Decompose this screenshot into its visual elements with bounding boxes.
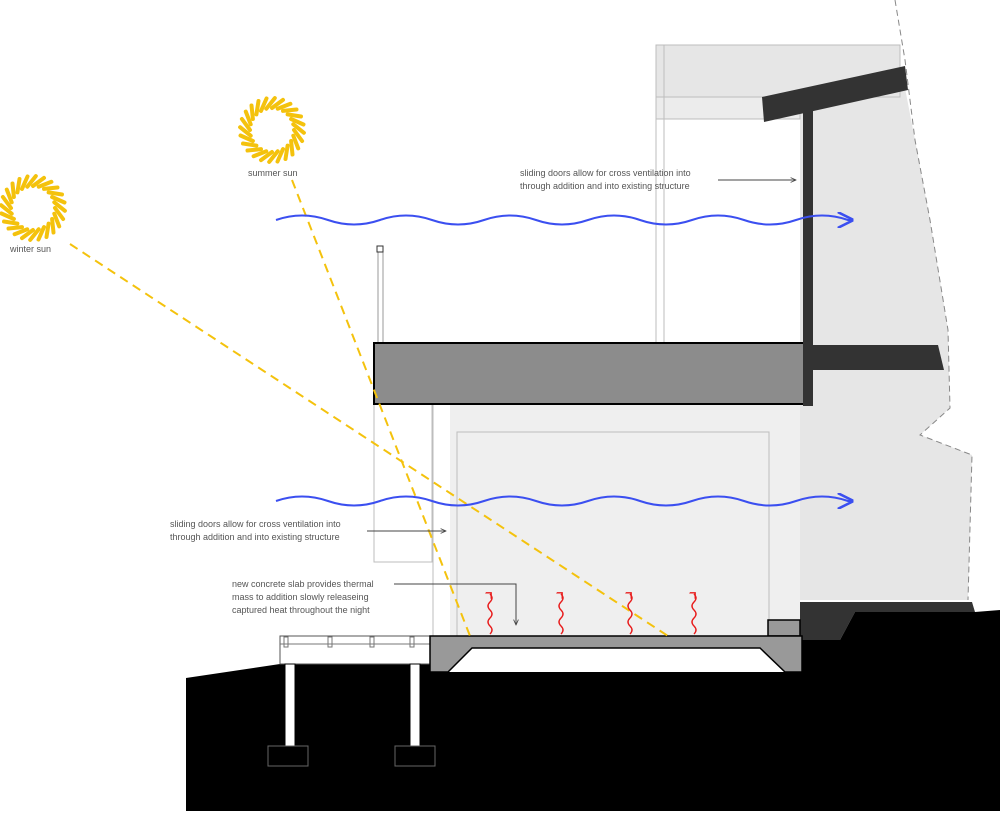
sun-ray-stroke [292, 128, 305, 143]
steel-column [803, 110, 813, 406]
sun-ray-stroke [245, 147, 263, 153]
sun-ray-stroke [28, 227, 41, 242]
lower-vent-line-2: through addition and into existing struc… [170, 532, 340, 542]
lower-ventilation-note: sliding doors allow for cross ventilatio… [170, 519, 446, 542]
sun-ray-stroke [254, 99, 261, 117]
sun-ray-stroke [0, 195, 13, 210]
slab-line-1: new concrete slab provides thermal [232, 579, 374, 589]
sun-ray-stroke [249, 103, 255, 121]
sun-ray-stroke [264, 96, 277, 111]
summer-sun-label: summer sun [248, 168, 298, 178]
sun-ray-stroke [259, 96, 269, 113]
sun-ray-stroke [31, 175, 46, 188]
heat-wave-icon [559, 594, 564, 635]
sun-ray-stroke [36, 179, 54, 189]
sun-ray-stroke [0, 203, 14, 216]
sun-ray-stroke [46, 190, 64, 197]
sun-ray-stroke [10, 181, 16, 199]
sun-ray-stroke [275, 147, 285, 164]
floor-step-block [767, 619, 801, 637]
sun-ray-stroke [238, 133, 255, 143]
sun-ray-stroke [20, 174, 30, 191]
slab-line-3: captured heat throughout the night [232, 605, 370, 615]
sun-ray-stroke [270, 97, 285, 110]
sun-ray-stroke [283, 143, 290, 161]
slab-line-2: mass to addition slowly releaseing [232, 592, 369, 602]
lower-vent-line-1: sliding doors allow for cross ventilatio… [170, 519, 341, 529]
sun-ray-stroke [291, 122, 306, 135]
slab-leader [394, 583, 516, 625]
upper-vent-line-2: through addition and into existing struc… [520, 181, 690, 191]
upper-vent-line-1: sliding doors allow for cross ventilatio… [520, 168, 691, 178]
lower-interior-space [450, 404, 800, 636]
deck-joists [283, 636, 415, 648]
sun-ray-stroke [6, 225, 24, 231]
sun-ray-stroke [241, 141, 259, 148]
sun-ray-stroke [52, 211, 62, 229]
sun-ray-stroke [12, 227, 30, 237]
heat-wave-icons [488, 594, 697, 635]
sun-ray-stroke [243, 109, 253, 127]
sun-ray-stroke [42, 185, 60, 191]
winter-sun-icon [0, 174, 67, 242]
existing-structure-wall [800, 88, 972, 600]
sun-ray-stroke [44, 221, 51, 239]
sun-ray-stroke [52, 200, 67, 213]
deck-piers [267, 663, 436, 767]
sun-ray-stroke [53, 206, 66, 221]
existing-floor-edge-upper [803, 345, 944, 370]
sun-ray-stroke [259, 150, 274, 163]
sun-ray-stroke [0, 211, 16, 221]
upper-airflow-arrow-icon [275, 216, 852, 225]
existing-structure-cut-edge [894, 0, 973, 601]
heat-wave-icon [488, 594, 493, 635]
sun-ray-stroke [20, 228, 35, 241]
sun-ray-stroke [36, 225, 46, 242]
sun-ray-stroke [267, 149, 280, 164]
sun-ray-stroke [15, 177, 22, 195]
railing-post [377, 251, 384, 345]
sun-ray-stroke [291, 133, 301, 151]
sun-ray-stroke [238, 125, 253, 138]
upper-roof-overhang [762, 66, 908, 122]
sun-ray-stroke [251, 149, 269, 159]
sun-ray-stroke [275, 101, 293, 111]
slab-note: new concrete slab provides thermal mass … [232, 579, 516, 625]
lower-airflow-arrow-icon [275, 497, 852, 506]
sun-ray-stroke [281, 107, 299, 113]
upper-ventilation-note: sliding doors allow for cross ventilatio… [520, 168, 796, 191]
exterior-door-outline [373, 403, 433, 563]
summer-sun-icon [238, 96, 306, 164]
sun-ray-stroke [285, 112, 303, 119]
heat-wave-icon [628, 594, 633, 635]
heat-wave-icon [692, 594, 697, 635]
sun-ray-stroke [239, 117, 252, 132]
sun-ray-stroke [289, 139, 295, 157]
summer-sun-ray [291, 179, 471, 637]
sun-ray-stroke [289, 117, 306, 127]
concrete-floor-slab [429, 635, 803, 673]
ground-mass [186, 610, 1000, 811]
sun-ray-stroke [50, 217, 56, 235]
sun-ray-stroke [50, 195, 67, 205]
existing-floor-edge-lower [800, 602, 975, 640]
sun-ray-stroke [2, 219, 20, 226]
addition-roof-slab [373, 342, 805, 405]
sun-ray-stroke [4, 187, 14, 205]
winter-sun-label: winter sun [9, 244, 51, 254]
sun-ray-stroke [25, 174, 38, 189]
railing-cap [376, 245, 384, 253]
deck-surface [279, 635, 431, 665]
